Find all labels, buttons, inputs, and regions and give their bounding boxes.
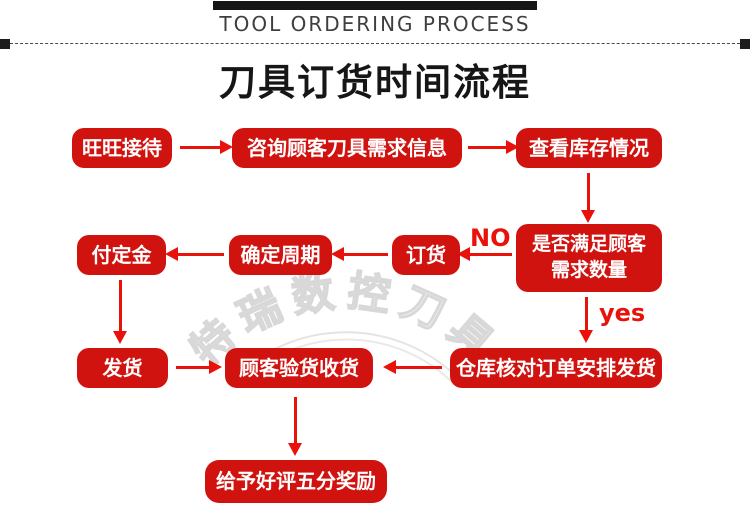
node-reception: 旺旺接待: [72, 128, 172, 168]
node-cycle: 确定周期: [229, 235, 332, 275]
decision-line2: 需求数量: [550, 259, 627, 281]
node-decision: 是否满足顾客 需求数量: [516, 224, 662, 292]
arrow-cycle-to-deposit: [165, 247, 224, 261]
arrow-warehouse-to-inspect: [383, 360, 442, 374]
node-consult: 咨询顾客刀具需求信息: [232, 128, 462, 168]
arrow-decision-to-order: [457, 247, 512, 261]
arrow-reception-to-consult: [180, 140, 233, 154]
decision-line1: 是否满足顾客: [531, 233, 646, 256]
arrow-decision-to-warehouse: [579, 297, 593, 343]
arrow-inspect-to-review: [288, 397, 302, 456]
page-title: 刀具订货时间流程: [219, 61, 531, 104]
arrow-deposit-to-ship: [113, 280, 127, 344]
english-title: TOOL ORDERING PROCESS: [219, 12, 531, 36]
node-ship: 发货: [77, 348, 168, 388]
node-review: 给予好评五分奖励: [205, 460, 387, 503]
arrow-order-to-cycle: [331, 247, 388, 261]
dashed-divider: [0, 39, 750, 49]
node-check-stock: 查看库存情况: [516, 128, 662, 168]
node-deposit: 付定金: [77, 235, 166, 275]
arrow-consult-to-checkstock: [468, 140, 519, 154]
node-inspect: 顾客验货收货: [225, 348, 373, 388]
label-no: NO: [470, 224, 511, 252]
node-warehouse: 仓库核对订单安排发货: [450, 348, 662, 388]
label-yes: yes: [599, 299, 646, 327]
node-order: 订货: [392, 235, 460, 275]
arrow-checkstock-to-decision: [581, 173, 595, 223]
header-top-bar: [213, 1, 537, 10]
arrow-ship-to-inspect: [176, 360, 222, 374]
